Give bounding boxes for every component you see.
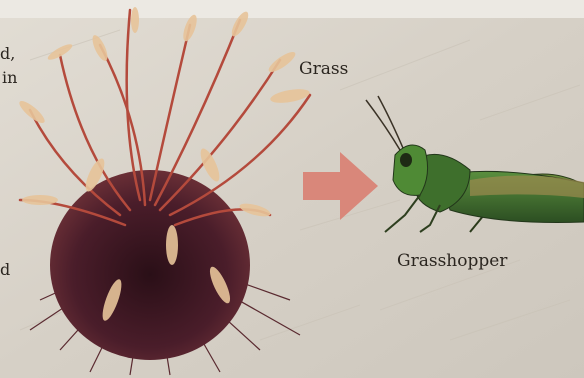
clipped-text-line1: d,: [0, 46, 15, 62]
clipped-text-line2: in: [2, 70, 17, 86]
grasshopper-label: Grasshopper: [397, 253, 507, 270]
clipped-text-line3: d: [0, 262, 10, 278]
grass-label: Grass: [299, 61, 348, 78]
